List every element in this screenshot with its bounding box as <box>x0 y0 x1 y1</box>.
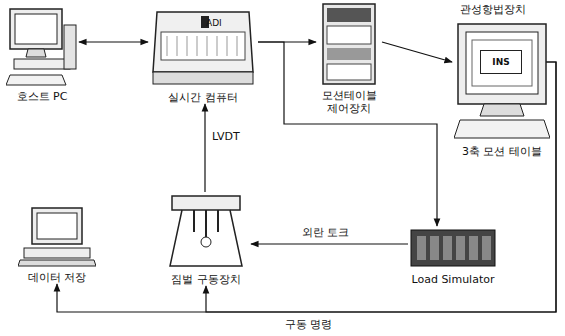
brand-label: ADI <box>204 17 224 30</box>
device-node: 모션테이블 제어장치 <box>316 2 382 115</box>
signal-label: 외란 토크 <box>300 226 352 239</box>
device-node: 3축 모션 테이블 INS <box>452 20 552 158</box>
device-icon <box>319 2 379 86</box>
device-icon <box>18 206 96 268</box>
connector-arrow <box>382 42 452 62</box>
device-caption: 짐벌 구동장치 <box>171 273 241 286</box>
device-node: 실시간 컴퓨터 <box>148 8 258 104</box>
signal-label: LVDT <box>210 130 242 143</box>
device-icon <box>454 20 550 142</box>
ins-box: INS <box>480 50 522 74</box>
ins-label: INS <box>490 55 511 70</box>
device-node: 데이터 저장 <box>16 206 98 284</box>
connector-arrow <box>204 104 205 192</box>
device-node: 짐벌 구동장치 <box>161 192 251 286</box>
device-icon <box>149 8 257 88</box>
signal-label: 구동 명령 <box>283 318 335 331</box>
device-node: 호스트 PC <box>5 5 79 103</box>
connector-arrow <box>251 243 408 244</box>
device-node: Load Simulator <box>408 226 498 286</box>
device-caption: 데이터 저장 <box>28 271 87 284</box>
connector-arrow <box>79 41 148 42</box>
device-caption: 모션테이블 제어장치 <box>318 89 380 115</box>
device-caption: 호스트 PC <box>17 90 68 103</box>
component-heading: 관성항법장치 <box>458 3 528 16</box>
device-caption: 3축 모션 테이블 <box>462 145 542 158</box>
device-caption: 실시간 컴퓨터 <box>168 91 238 104</box>
device-caption: Load Simulator <box>412 273 495 286</box>
device-icon <box>162 192 250 270</box>
device-icon <box>6 5 78 87</box>
device-icon <box>409 226 497 270</box>
connector-arrow <box>258 42 437 226</box>
